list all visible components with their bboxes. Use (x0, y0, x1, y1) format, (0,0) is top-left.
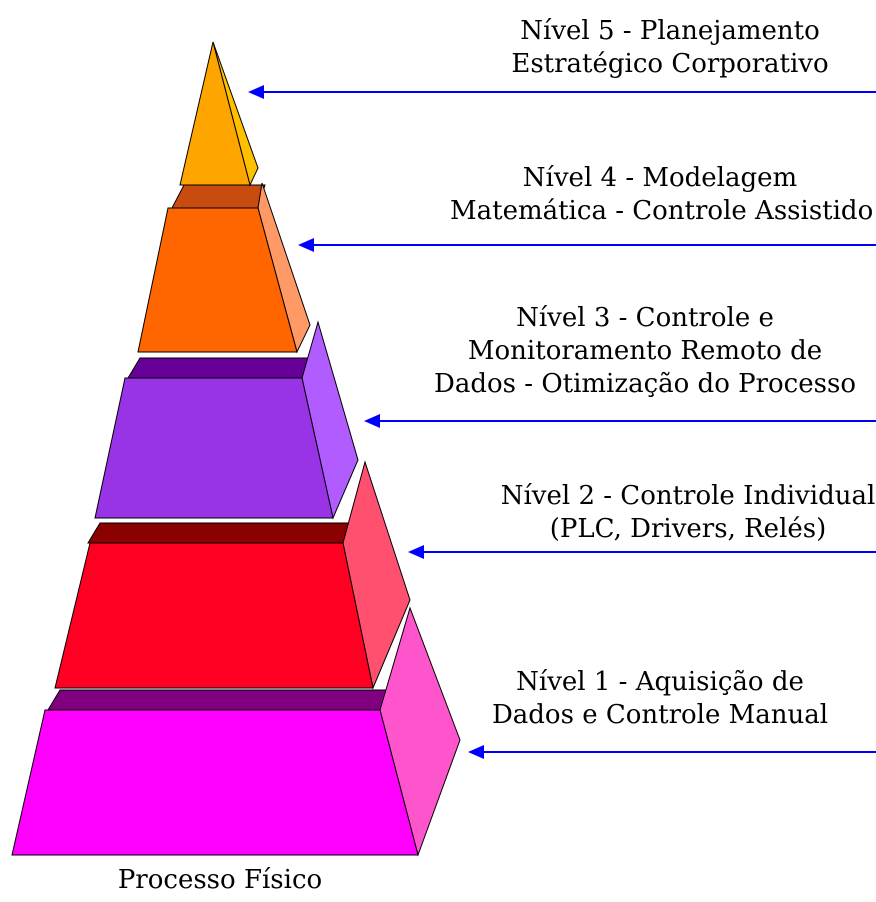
level-1-front-face (11, 709, 419, 856)
level-1-block (11, 606, 461, 857)
level-3-label-line-1: Nível 3 - Controle e (516, 303, 774, 333)
level-3-top-face (127, 357, 322, 379)
level-2-label-line-2: (PLC, Drivers, Relés) (549, 514, 827, 544)
level-4-front-face (137, 207, 298, 353)
level-3-block (94, 320, 359, 520)
level-2-arrow-head (408, 545, 424, 559)
level-2-block (54, 460, 411, 690)
level-2-label: Nível 2 - Controle Individual (PLC, Driv… (500, 480, 876, 546)
level-4-block (137, 182, 311, 354)
level-1-top-face (47, 689, 412, 711)
level-3-label: Nível 3 - Controle e Monitoramento Remot… (420, 302, 870, 401)
level-5-label-line-2: Estratégico Corporativo (511, 49, 829, 79)
level-3-front-face (94, 377, 334, 519)
level-5-front-face (179, 41, 251, 186)
level-5-block (179, 41, 259, 187)
level-4-label-line-1: Nível 4 - Modelagem (522, 163, 798, 193)
level-5-arrow-head (248, 85, 264, 99)
level-3-label-line-3: Dados - Otimização do Processo (434, 369, 856, 399)
level-4-label-line-2: Matemática - Controle Assistido (450, 196, 874, 226)
arrows (248, 85, 876, 759)
level-3-label-line-2: Monitoramento Remoto de (467, 336, 823, 366)
level-4-arrow-head (298, 238, 314, 252)
level-3-arrow-head (364, 414, 380, 428)
level-1-label-line-2: Dados e Controle Manual (491, 700, 829, 730)
level-2-top-face (87, 522, 364, 544)
level-2-front-face (54, 542, 374, 689)
base-label-text: Processo Físico (117, 865, 323, 895)
level-4-top-face (171, 184, 266, 209)
level-1-label-line-1: Nível 1 - Aquisição de (516, 667, 804, 697)
level-1-label: Nível 1 - Aquisição de Dados e Controle … (470, 666, 850, 732)
level-5-label: Nível 5 - Planejamento Estratégico Corpo… (480, 15, 860, 81)
level-1-arrow-head (468, 745, 484, 759)
level-4-label: Nível 4 - Modelagem Matemática - Control… (450, 162, 874, 228)
base-label: Processo Físico (100, 864, 340, 897)
level-5-label-line-1: Nível 5 - Planejamento (520, 16, 820, 46)
level-2-label-line-1: Nível 2 - Controle Individual (500, 481, 876, 511)
